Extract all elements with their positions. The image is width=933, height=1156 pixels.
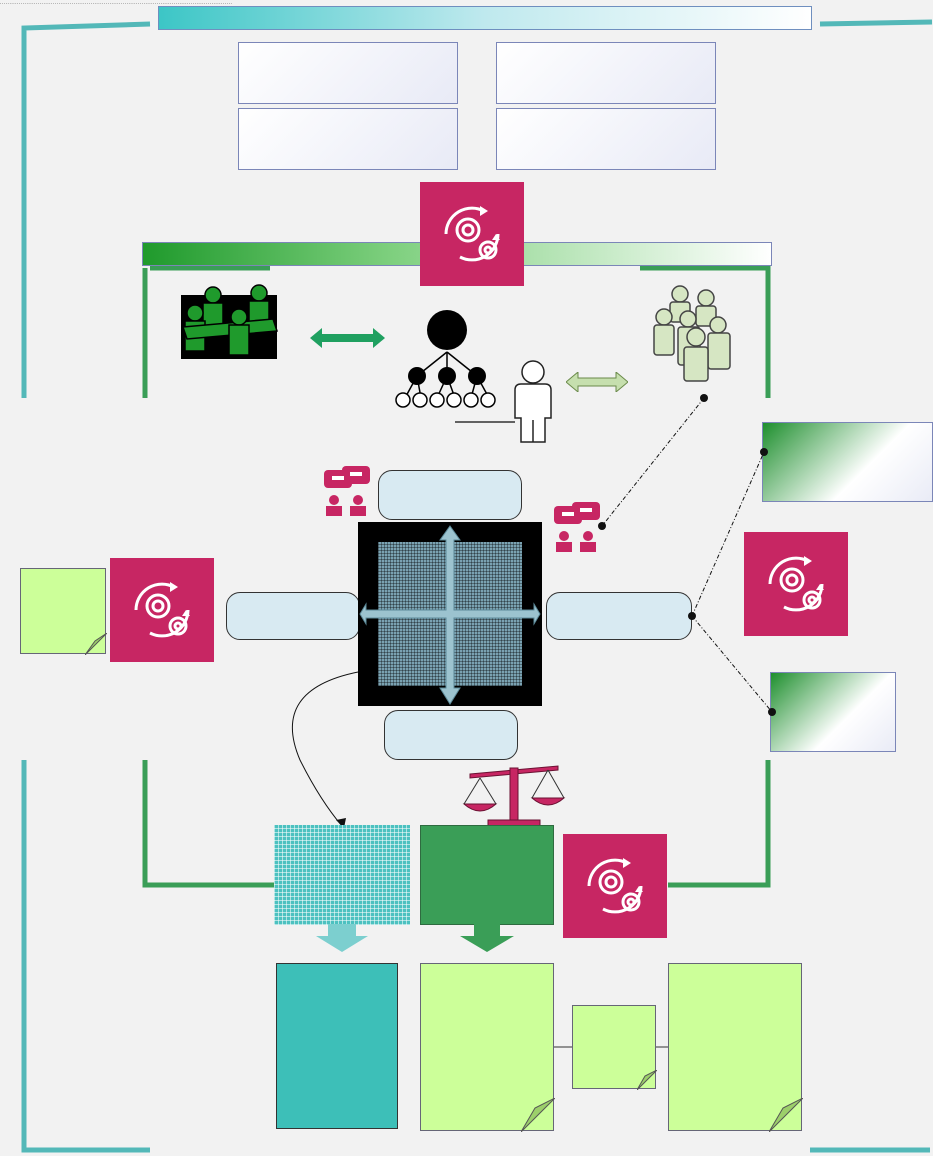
note-bottom-left (420, 963, 555, 1132)
person-icon (455, 360, 552, 443)
note-left (20, 568, 107, 655)
page-curl (85, 633, 107, 655)
top-box-2 (496, 42, 716, 104)
pill-left (226, 592, 360, 640)
down-arrow-icon (316, 924, 368, 952)
title-bar (158, 6, 812, 30)
central-hub (358, 522, 542, 706)
gear-cycle-icon (444, 206, 500, 262)
teal-pattern-block (274, 825, 410, 925)
gear-cycle-icon (134, 582, 190, 638)
pill-top (378, 470, 522, 520)
org-chart-icon (395, 310, 496, 408)
header-tiny-text: ........................................… (0, 0, 233, 6)
right-box-bottom (770, 672, 896, 752)
meeting-group-icon (181, 284, 279, 359)
gear-box-right (744, 532, 848, 636)
note-bottom-middle (572, 1005, 657, 1090)
page-curl (637, 1070, 657, 1090)
gear-cycle-icon (768, 556, 824, 612)
crowd-icon (653, 285, 731, 382)
page-curl (769, 1098, 803, 1132)
gear-box-bottom (563, 834, 667, 938)
gear-cycle-icon (587, 858, 643, 914)
pill-bottom (384, 710, 518, 760)
four-way-arrow-icon (359, 525, 541, 705)
page-curl (521, 1098, 555, 1132)
top-box-1 (238, 42, 458, 104)
note-bottom-right (668, 963, 803, 1132)
top-box-3 (238, 108, 458, 170)
gear-box-left (110, 558, 214, 662)
double-arrow-icon (566, 372, 628, 392)
discussion-icon (554, 502, 600, 552)
discussion-icon (324, 466, 370, 516)
green-block (420, 825, 554, 925)
down-arrow-icon (460, 924, 514, 952)
balance-scale-icon (462, 765, 566, 827)
top-box-4 (496, 108, 716, 170)
gear-box-top (420, 182, 524, 286)
double-arrow-icon (310, 328, 385, 348)
teal-output-block (276, 963, 398, 1129)
